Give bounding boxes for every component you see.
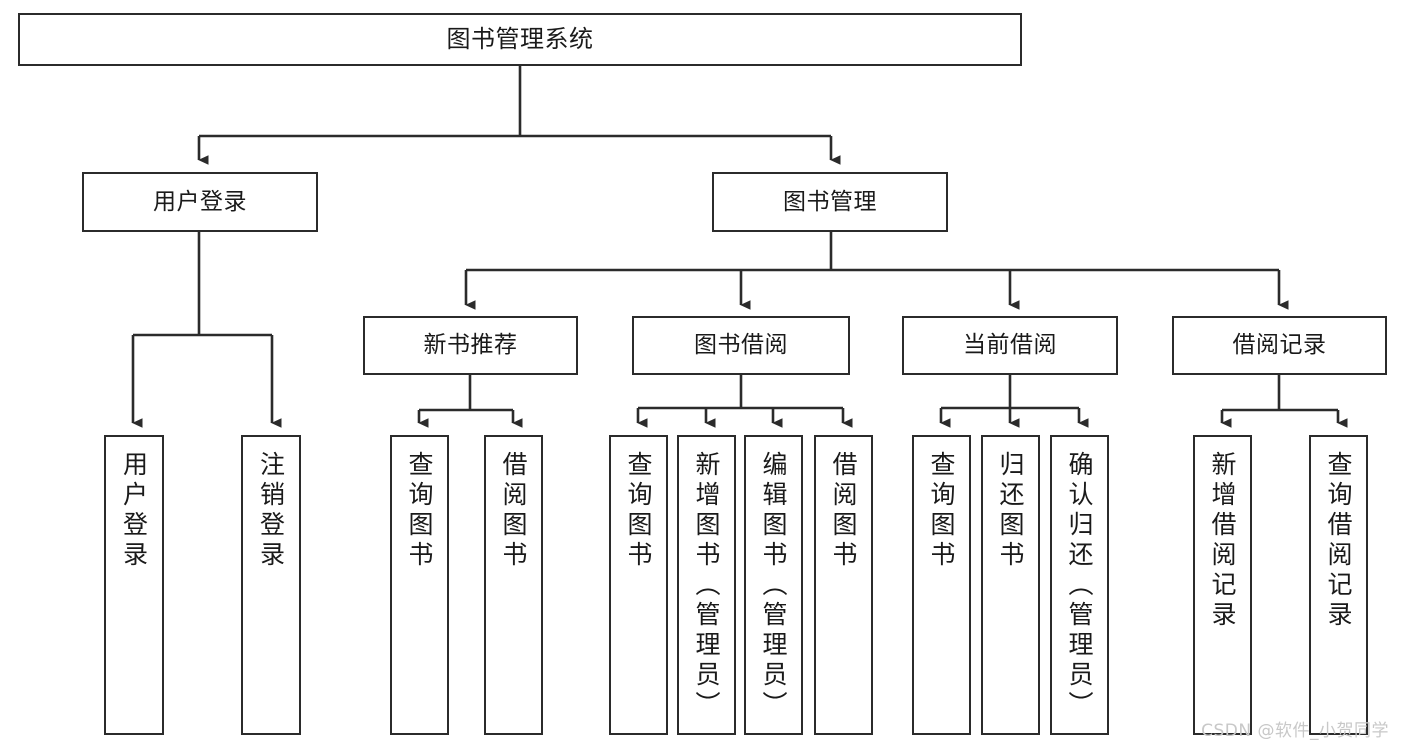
leaf-book-borrow-borrow[interactable]: 借阅图书	[814, 435, 873, 735]
node-label: 新增借阅记录	[1208, 451, 1237, 631]
node-label: 当前借阅	[963, 332, 1057, 359]
node-label: 新增图书（管理员）	[692, 451, 721, 721]
node-book-management[interactable]: 图书管理	[712, 172, 948, 232]
leaf-book-borrow-query[interactable]: 查询图书	[609, 435, 668, 735]
node-label: 归还图书	[996, 451, 1025, 571]
node-label: 借阅图书	[499, 451, 528, 571]
node-label: 查询图书	[624, 451, 653, 571]
node-label: 图书借阅	[694, 332, 788, 359]
node-book-borrow[interactable]: 图书借阅	[632, 316, 850, 375]
node-root-system[interactable]: 图书管理系统	[18, 13, 1022, 66]
leaf-book-borrow-edit[interactable]: 编辑图书（管理员）	[744, 435, 803, 735]
leaf-borrow-record-add[interactable]: 新增借阅记录	[1193, 435, 1252, 735]
node-label: 用户登录	[153, 188, 247, 215]
node-label: 编辑图书（管理员）	[759, 451, 788, 721]
node-label: 借阅记录	[1232, 332, 1327, 359]
node-label: 新书推荐	[423, 332, 518, 359]
node-new-book-recommend[interactable]: 新书推荐	[363, 316, 578, 375]
leaf-new-book-query[interactable]: 查询图书	[390, 435, 449, 735]
node-borrow-record[interactable]: 借阅记录	[1172, 316, 1387, 375]
node-label: 借阅图书	[829, 451, 858, 571]
node-label: 用户登录	[119, 451, 149, 571]
leaf-new-book-borrow[interactable]: 借阅图书	[484, 435, 543, 735]
leaf-borrow-record-query[interactable]: 查询借阅记录	[1309, 435, 1368, 735]
leaf-current-borrow-query[interactable]: 查询图书	[912, 435, 971, 735]
node-current-borrow[interactable]: 当前借阅	[902, 316, 1118, 375]
node-label: 查询图书	[927, 451, 956, 571]
node-label: 确认归还（管理员）	[1065, 451, 1094, 721]
node-label: 注销登录	[256, 451, 286, 571]
node-label: 图书管理	[783, 188, 877, 215]
node-label: 查询图书	[405, 451, 434, 571]
leaf-current-borrow-confirm-return[interactable]: 确认归还（管理员）	[1050, 435, 1109, 735]
watermark: CSDN @软件_小贺同学	[1201, 721, 1389, 741]
node-label: 查询借阅记录	[1324, 451, 1353, 631]
leaf-user-login-logout[interactable]: 注销登录	[241, 435, 301, 735]
leaf-current-borrow-return[interactable]: 归还图书	[981, 435, 1040, 735]
node-user-login[interactable]: 用户登录	[82, 172, 318, 232]
node-label: 图书管理系统	[446, 24, 594, 53]
leaf-book-borrow-add[interactable]: 新增图书（管理员）	[677, 435, 736, 735]
leaf-user-login-login[interactable]: 用户登录	[104, 435, 164, 735]
